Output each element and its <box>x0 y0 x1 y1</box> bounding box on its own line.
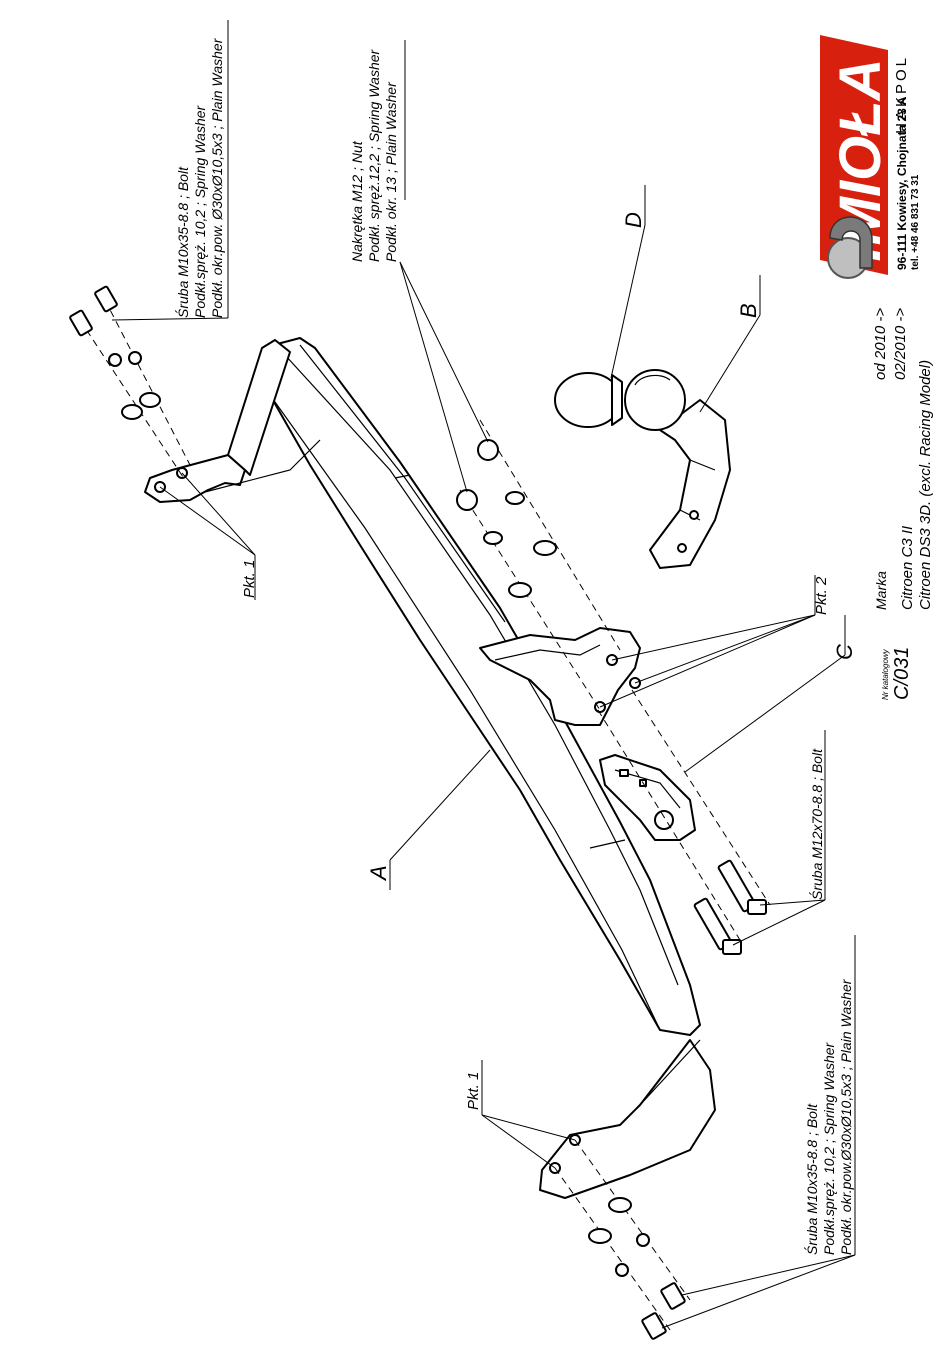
hardware-center-bolts <box>597 689 771 955</box>
top-bolt-line1: Śruba M10x35-8.8 ; Bolt <box>174 166 191 318</box>
pkt2-label: Pkt. 2 <box>813 576 830 615</box>
ball-cap-part-d <box>554 372 623 428</box>
logo-sub: HAKPOL <box>893 55 910 134</box>
brand-address: 96-111 Kowiesy, Chojnata 23 A <box>895 96 909 270</box>
date1: od 2010 -> <box>872 308 889 380</box>
part-c-label: C <box>832 644 857 660</box>
hardware-bottom-right <box>554 1139 691 1340</box>
top-bolt-line3: Podkł. okr.pow. Ø30xØ10,5x3 ; Plain Wash… <box>209 37 225 318</box>
bottom-bolt-line1: Śruba M10x35-8.8 ; Bolt <box>803 1103 820 1255</box>
nut-line3: Podkł. okr. 13 ; Plain Washer <box>383 81 399 262</box>
leader-lines <box>111 20 856 1329</box>
center-bolt-line1: Śruba M12x70-8.8 ; Bolt <box>808 748 825 900</box>
bottom-bolt-line2: Podkł.spręż. 10,2 ; Spring Washer <box>821 1041 837 1255</box>
nut-line1: Nakrętka M12 ; Nut <box>349 140 365 262</box>
part-d-label: D <box>621 212 646 228</box>
make-label: Marka <box>873 571 889 610</box>
date2: 02/2010 -> <box>892 308 909 380</box>
pkt1-top-label: Pkt. 1 <box>241 560 258 598</box>
part-b-label: B <box>736 303 761 318</box>
bottom-bolt-line3: Podkł. okr.pow.Ø30xØ10,5x3 ; Plain Washe… <box>838 978 854 1255</box>
ball-hitch-part-b <box>624 369 731 569</box>
logo-red-band <box>820 35 888 275</box>
hardware-center-nuts <box>456 419 621 711</box>
brand-logo: IMIOŁA HAKPOL 96-111 Kowiesy, Chojnata 2… <box>820 35 921 279</box>
brand-phone: tel. +48 46 831 73 31 <box>910 174 921 270</box>
crossbar-part-a <box>144 337 716 1199</box>
pkt1-bottom-label: Pkt. 1 <box>465 1072 482 1110</box>
hardware-top-left <box>69 285 191 481</box>
part-a-label: A <box>366 865 391 882</box>
nut-line2: Podkł. spręż.12,2 ; Spring Washer <box>366 48 382 262</box>
logo-hook-icon <box>827 216 873 279</box>
model2: Citroen DS3 3D. (excl. Racing Model) <box>917 360 934 610</box>
catalog-value: C/031 <box>891 647 913 700</box>
model1: Citroen C3 II <box>899 526 916 610</box>
catalog-label: Nr katalogowy <box>881 648 890 700</box>
top-bolt-line2: Podkł.spręż. 10,2 ; Spring Washer <box>192 104 208 318</box>
